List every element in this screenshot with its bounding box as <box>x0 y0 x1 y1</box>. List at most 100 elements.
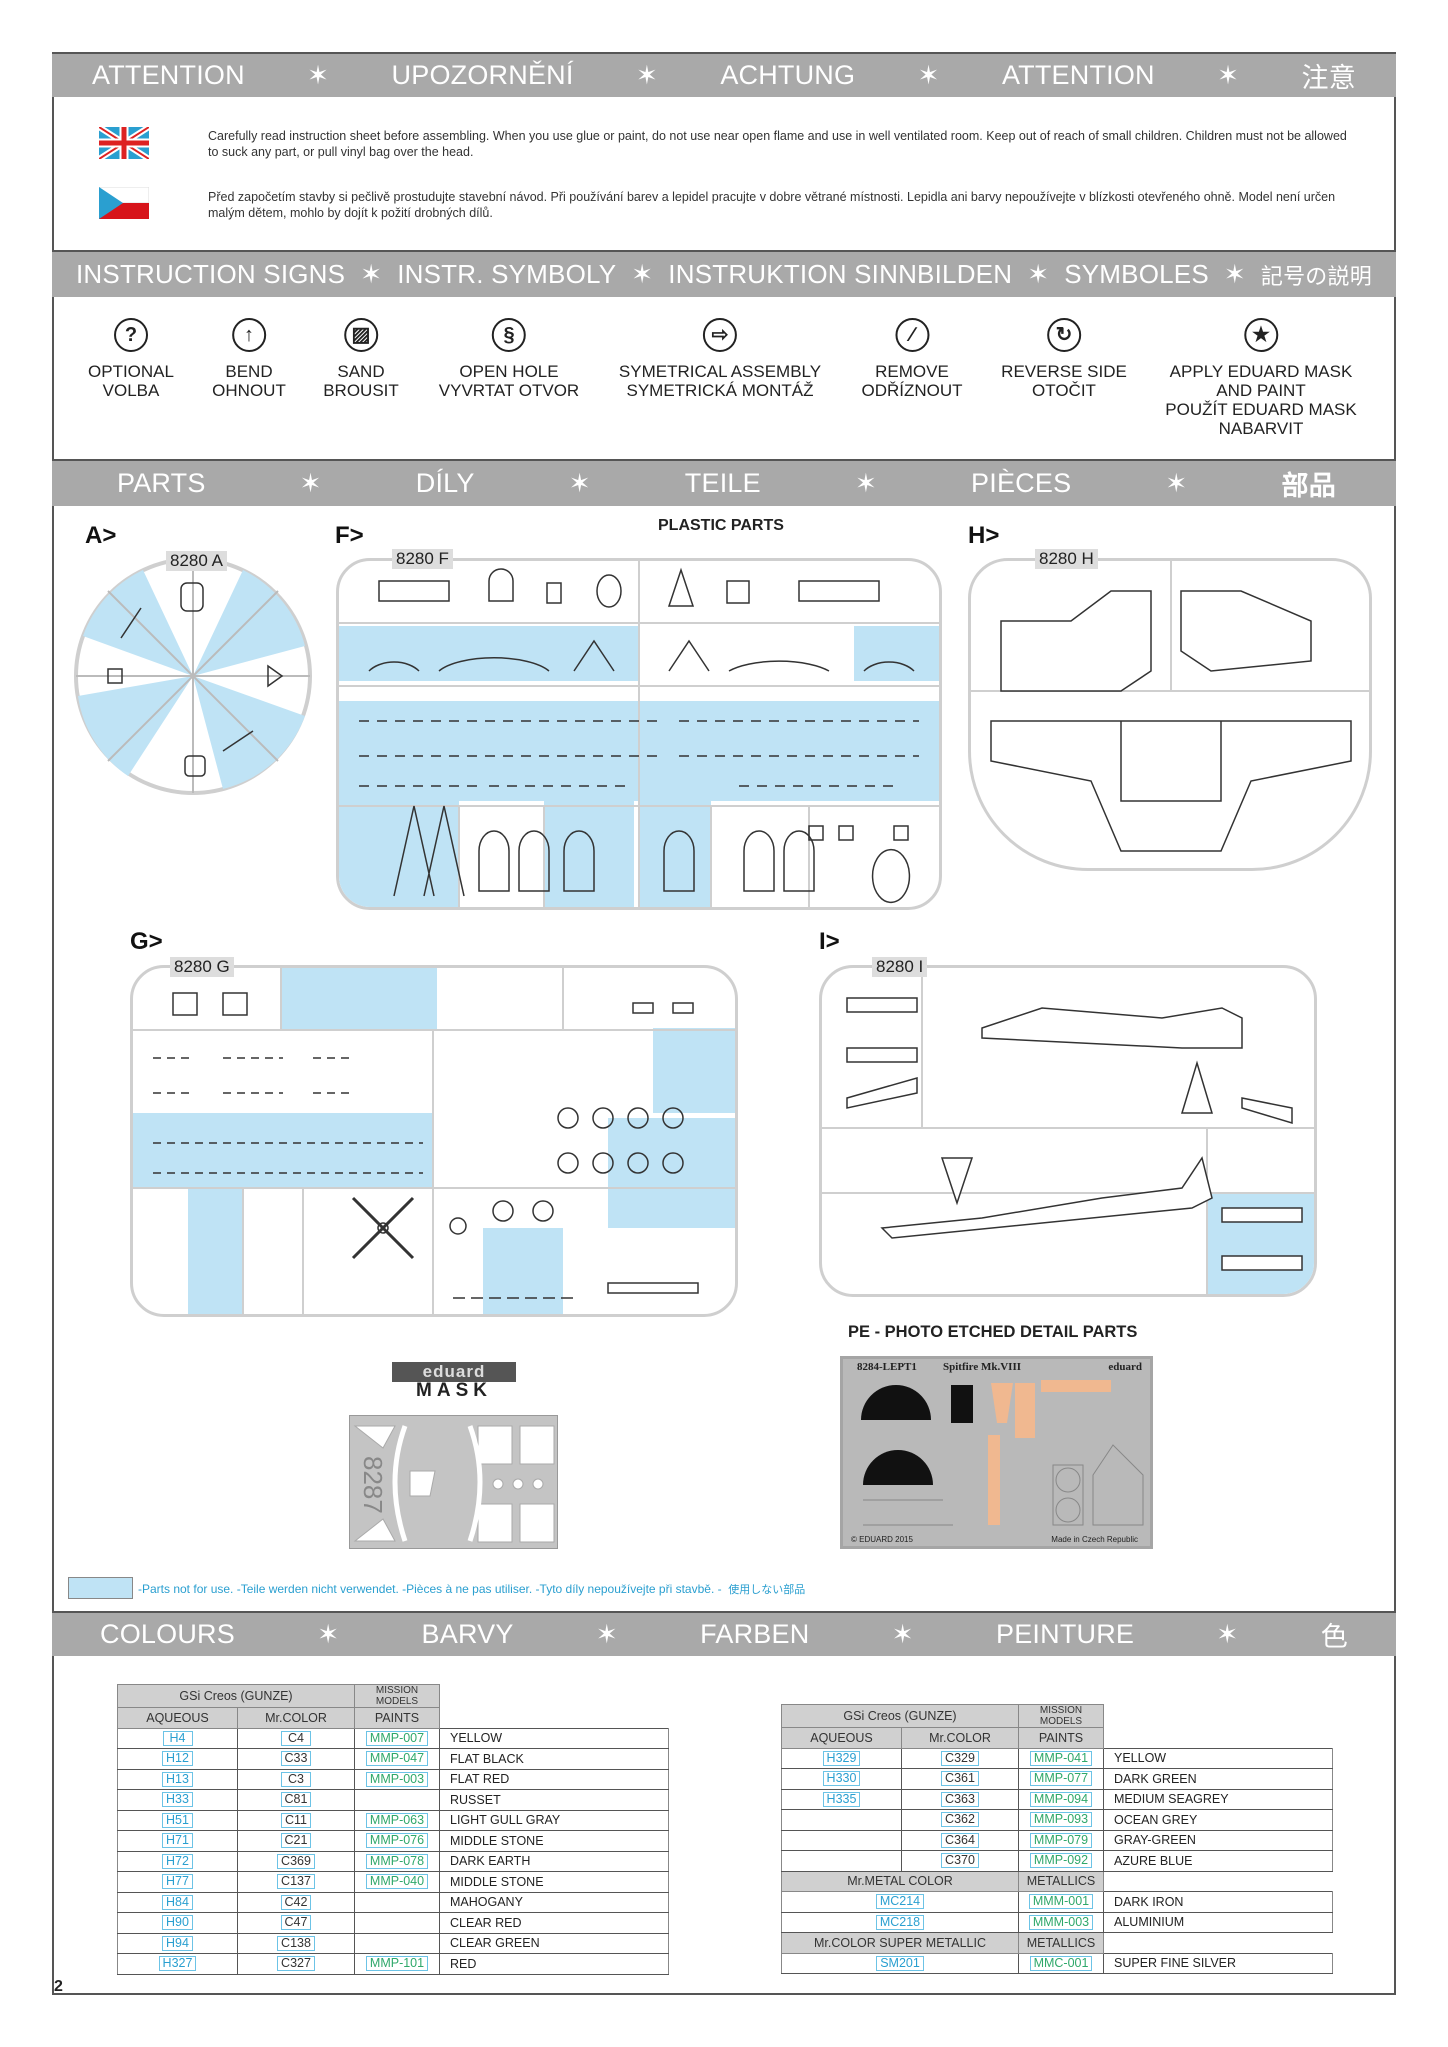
colour-name: GRAY-GREEN <box>1103 1829 1333 1851</box>
colour-name: LIGHT GULL GRAY <box>439 1809 669 1831</box>
header-mrcolor: Mr.COLOR <box>901 1727 1019 1749</box>
aqueous-code: H90 <box>162 1915 193 1931</box>
star-icon: ✶ <box>595 1619 618 1649</box>
header-text: ATTENTION <box>92 60 245 90</box>
sign-label: POUŽÍT EDUARD MASK <box>1165 400 1357 419</box>
header-mission: MISSION MODELS <box>1018 1704 1104 1728</box>
mrcolor-code: C370 <box>941 1853 979 1869</box>
header-aqueous: AQUEOUS <box>117 1707 238 1729</box>
mission-code: MMP-094 <box>1029 1791 1093 1807</box>
mrcolor-code: C47 <box>280 1915 312 1931</box>
mission-code: MMM-003 <box>1028 1914 1094 1930</box>
sign-label: VOLBA <box>102 381 160 400</box>
header-text: INSTRUCTION SIGNS <box>76 259 346 289</box>
header-text: 注意 <box>1301 63 1356 93</box>
sprue-g-label: G> <box>130 928 163 955</box>
star-icon: ✶ <box>299 468 322 498</box>
pe-origin: Made in Czech Republic <box>1051 1535 1138 1544</box>
colour-name: MEDIUM SEAGREY <box>1103 1788 1333 1810</box>
colour-name: RED <box>439 1953 669 1975</box>
header-text: 色 <box>1320 1622 1348 1652</box>
aqueous-code: H4 <box>162 1730 193 1746</box>
header-text: PARTS <box>117 468 206 498</box>
mrcolor-code: C369 <box>277 1853 315 1869</box>
star-icon: ✶ <box>854 468 877 498</box>
pe-fret: 8284-LEPT1 Spitfire Mk.VIII eduard © EDU… <box>840 1356 1153 1549</box>
header-gsi: GSi Creos (GUNZE) <box>117 1684 355 1708</box>
sprue-a <box>74 557 312 795</box>
header-text: TEILE <box>684 468 761 498</box>
aqueous-code: H84 <box>162 1894 193 1910</box>
sign-label: BEND <box>225 362 273 381</box>
mrcolor-code: C327 <box>277 1956 315 1972</box>
table-row: H84 C42 MAHOGANY <box>117 1891 669 1913</box>
aqueous-code: H51 <box>162 1812 193 1828</box>
uk-flag-icon <box>99 127 149 159</box>
header-gsi: GSi Creos (GUNZE) <box>781 1704 1019 1728</box>
header-paints: PAINTS <box>1018 1727 1104 1749</box>
colour-name: CLEAR RED <box>439 1912 669 1934</box>
mrcolor-code: C4 <box>281 1730 311 1746</box>
sprue-f <box>336 558 942 910</box>
star-icon: ✶ <box>891 1619 914 1649</box>
drill-icon: § <box>492 318 526 352</box>
mrcolor-code: C364 <box>941 1832 979 1848</box>
plastic-parts-title: PLASTIC PARTS <box>658 517 784 534</box>
sprue-i-tag: 8280 I <box>872 957 928 977</box>
colour-name: MIDDLE STONE <box>439 1871 669 1893</box>
pe-name: Spitfire Mk.VIII <box>943 1361 1022 1373</box>
sign-label: AND PAINT <box>1216 381 1306 400</box>
sprue-h-label: H> <box>968 522 1000 549</box>
sign-label: VYVRTAT OTVOR <box>438 381 580 400</box>
warning-text-cz: Před započetím stavby si pečlivě prostud… <box>208 190 1336 220</box>
mrcolor-code: C21 <box>280 1833 312 1849</box>
mrcolor-code: C363 <box>941 1791 979 1807</box>
mission-code: MMP-092 <box>1029 1853 1093 1869</box>
mission-code: MMC-001 <box>1029 1955 1093 1971</box>
mrcolor-code: C3 <box>281 1771 311 1787</box>
star-icon: ✶ <box>631 259 654 289</box>
sign-label: REVERSE SIDE <box>1001 362 1127 381</box>
instruction-signs-header: INSTRUCTION SIGNS✶ INSTR. SYMBOLY✶ INSTR… <box>52 250 1396 297</box>
sprue-i <box>819 965 1317 1297</box>
colour-name: RUSSET <box>439 1789 669 1811</box>
star-icon: ✶ <box>1216 1619 1239 1649</box>
colours-header: COLOURS✶ BARVY✶ FARBEN✶ PEINTURE✶ 色 <box>52 1611 1396 1656</box>
metal-code: SM201 <box>876 1955 924 1971</box>
aqueous-code: H329 <box>822 1750 861 1766</box>
aqueous-code: H72 <box>162 1853 193 1869</box>
aqueous-code: H94 <box>162 1935 193 1951</box>
mission-code: MMP-076 <box>365 1833 429 1849</box>
sign-label: NABARVIT <box>1218 419 1304 438</box>
star-icon: ✶ <box>1165 468 1188 498</box>
mrcolor-code: C42 <box>280 1894 312 1910</box>
header-mission: MISSION MODELS <box>354 1684 440 1708</box>
sign-label: SYMETRICAL ASSEMBLY <box>618 362 822 381</box>
mission-code: MMP-040 <box>365 1874 429 1890</box>
aqueous-code: H335 <box>822 1791 861 1807</box>
attention-header: ATTENTION✶ UPOZORNĚNÍ✶ ACHTUNG✶ ATTENTIO… <box>52 52 1396 97</box>
cz-flag-icon <box>99 187 149 219</box>
colour-name: MAHOGANY <box>439 1891 669 1913</box>
sprue-f-tag: 8280 F <box>392 549 453 569</box>
mrcolor-code: C137 <box>277 1874 315 1890</box>
mask-logo-mask: MASK <box>416 1380 492 1401</box>
sign-label: BROUSIT <box>323 381 399 400</box>
